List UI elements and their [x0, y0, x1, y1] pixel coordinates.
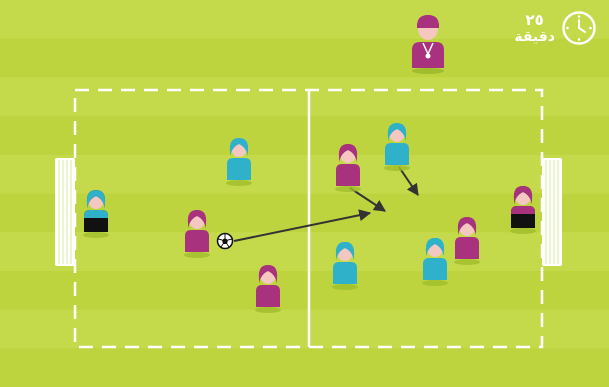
pitch-stripe [0, 116, 609, 155]
pitch-stripe [0, 348, 609, 387]
session-timer: ٢٥ دقيقة [514, 10, 597, 46]
timer-duration-value: ٢٥ [526, 13, 544, 28]
timer-label: ٢٥ دقيقة [514, 13, 555, 44]
clock-icon [561, 10, 597, 46]
soccer-ball-icon [218, 234, 233, 249]
left-goal [55, 158, 75, 266]
coach-figure [412, 15, 444, 74]
run-arrow-2 [399, 167, 418, 195]
player-teal-4 [422, 238, 448, 286]
timer-duration-unit: دقيقة [514, 30, 555, 44]
right-goal [542, 158, 562, 266]
right-goalkeeper [510, 186, 536, 234]
pitch-stripe [0, 271, 609, 310]
player-teal-3 [332, 242, 358, 290]
